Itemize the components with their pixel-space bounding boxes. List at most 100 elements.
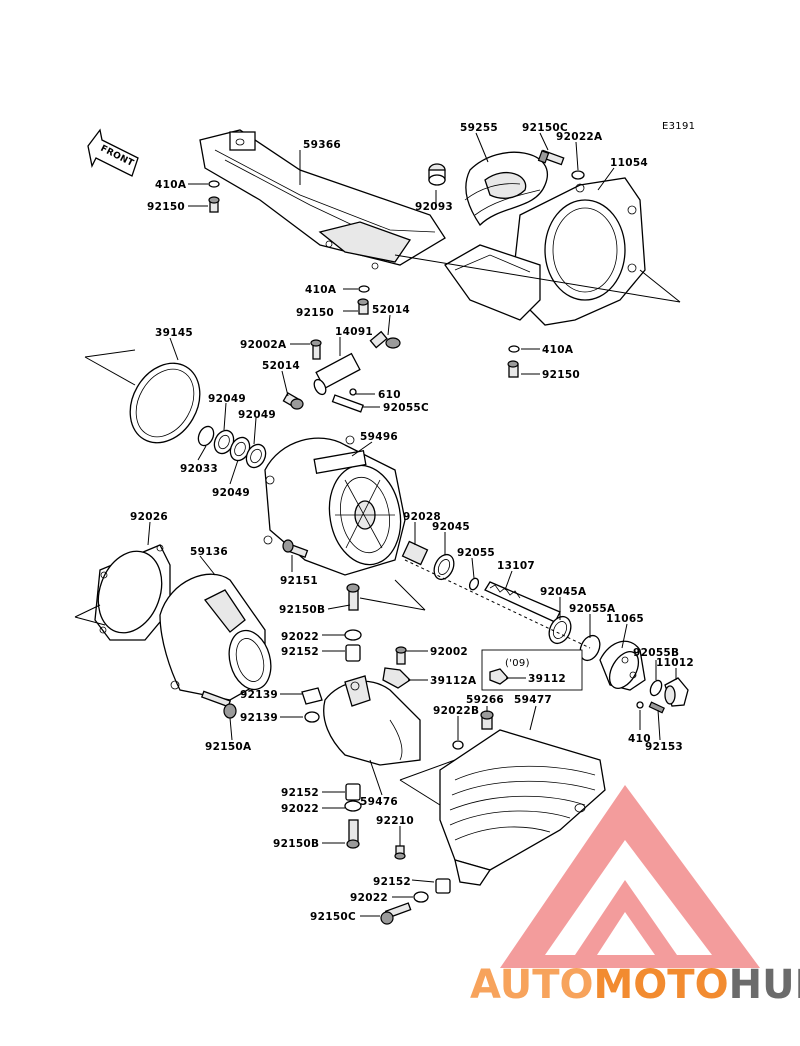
label-92152-mid: 92152 (281, 646, 319, 658)
label-92150C-bottom: 92150C (310, 911, 356, 923)
label-92055B: 92055B (633, 647, 679, 659)
label-610: 610 (378, 389, 401, 401)
label-39112A: 39112A (430, 675, 477, 687)
label-92152-low: 92152 (281, 787, 319, 799)
bolt-92150B-low (346, 819, 360, 849)
label-59136: 59136 (190, 546, 228, 558)
label-92049-c: 92049 (212, 487, 250, 499)
label-92022B: 92022B (433, 705, 479, 717)
washer-410A-left (208, 180, 220, 188)
fitting-59266 (480, 710, 494, 730)
label-39112: 39112 (528, 673, 566, 685)
label-92055C: 92055C (383, 402, 429, 414)
label-59255: 59255 (460, 122, 498, 134)
label-410A-right: 410A (542, 344, 574, 356)
label-92150B-top: 92150B (279, 604, 325, 616)
label-92150-right: 92150 (542, 369, 580, 381)
pump-housing-11054 (444, 177, 646, 326)
collar-92152-low (345, 783, 361, 801)
label-11012: 11012 (656, 657, 694, 669)
washer-92139-b (304, 711, 320, 723)
bracket-39112A (382, 667, 412, 689)
year-note-box: ('09) (481, 649, 583, 691)
label-92045A: 92045A (540, 586, 587, 598)
washer-410A-mid (358, 285, 370, 293)
label-92150-left: 92150 (147, 201, 185, 213)
label-92150B-low: 92150B (273, 838, 319, 850)
ring-39145 (129, 362, 201, 444)
shaft-13107 (401, 540, 601, 662)
seal-92049-c (245, 443, 267, 469)
label-92150A: 92150A (205, 741, 252, 753)
washer-92022-mid (344, 629, 362, 641)
washer-92022B (452, 740, 464, 750)
impeller-59255 (464, 151, 548, 227)
label-92002: 92002 (430, 646, 468, 658)
label-13107: 13107 (497, 560, 535, 572)
bolt-92150C-top (537, 149, 565, 166)
label-59476: 59476 (360, 796, 398, 808)
washer-92022-low (344, 800, 362, 812)
label-92153: 92153 (645, 741, 683, 753)
bolt-92150-mid (357, 298, 369, 315)
watermark-text: AUTOMOTOHUB (470, 962, 800, 1008)
label-92055: 92055 (457, 547, 495, 559)
front-arrow-icon: FRONT (87, 128, 139, 177)
bolt-92002A (310, 339, 322, 360)
collar-92152-bottom (435, 878, 451, 894)
label-92022-low: 92022 (281, 803, 319, 815)
label-92139-b: 92139 (240, 712, 278, 724)
label-92022A: 92022A (556, 131, 603, 143)
label-92150-mid: 92150 (296, 307, 334, 319)
label-92022-mid: 92022 (281, 631, 319, 643)
label-11065: 11065 (606, 613, 644, 625)
label-52014-a: 52014 (372, 304, 410, 316)
label-92093: 92093 (415, 201, 453, 213)
label-52014-b: 52014 (262, 360, 300, 372)
label-410A-left: 410A (155, 179, 187, 191)
bushing-92093 (428, 163, 446, 186)
diagram-code: E3191 (662, 121, 695, 132)
label-92002A: 92002A (240, 339, 287, 351)
label-92055A: 92055A (569, 603, 616, 615)
bolt-92151 (282, 539, 309, 559)
year-note: ('09) (505, 658, 530, 669)
nozzle-59136 (159, 573, 272, 701)
label-59477: 59477 (514, 694, 552, 706)
fitting-assembly-14091 (282, 330, 401, 410)
label-410A-mid: 410A (305, 284, 337, 296)
cap-11065 (599, 640, 646, 691)
label-59366: 59366 (303, 139, 341, 151)
reverse-bucket-59476 (323, 675, 421, 766)
pump-body-59496 (263, 435, 406, 576)
label-92152-bottom: 92152 (373, 876, 411, 888)
bolt-92150A (200, 690, 237, 719)
washer-92022A-top (571, 170, 585, 180)
label-39145: 39145 (155, 327, 193, 339)
label-92049-a: 92049 (208, 393, 246, 405)
label-92045: 92045 (432, 521, 470, 533)
washer-410A-right (508, 345, 520, 353)
bolt-92150-left (208, 196, 220, 213)
label-92210: 92210 (376, 815, 414, 827)
label-92139-a: 92139 (240, 689, 278, 701)
label-59496: 59496 (360, 431, 398, 443)
leader-lines (74, 132, 681, 917)
ride-plate-59477 (439, 729, 606, 886)
bolt-92150-right (507, 360, 519, 378)
gasket-92055C (331, 394, 364, 413)
oring-610 (349, 388, 357, 396)
label-92151: 92151 (280, 575, 318, 587)
bolt-92150B-top (346, 583, 360, 611)
label-59266: 59266 (466, 694, 504, 706)
washer-410-cap (636, 701, 644, 709)
gasket-92026 (94, 544, 171, 641)
label-410-cap: 410 (628, 733, 651, 745)
label-92049-b: 92049 (238, 409, 276, 421)
label-11054: 11054 (610, 157, 648, 169)
washer-92022-bottom (413, 891, 429, 903)
part-labels: 59366 59255 92150C 92022A 11054 410A 921… (130, 122, 694, 923)
watermark-logo-icon (500, 785, 760, 968)
label-14091: 14091 (335, 326, 373, 338)
